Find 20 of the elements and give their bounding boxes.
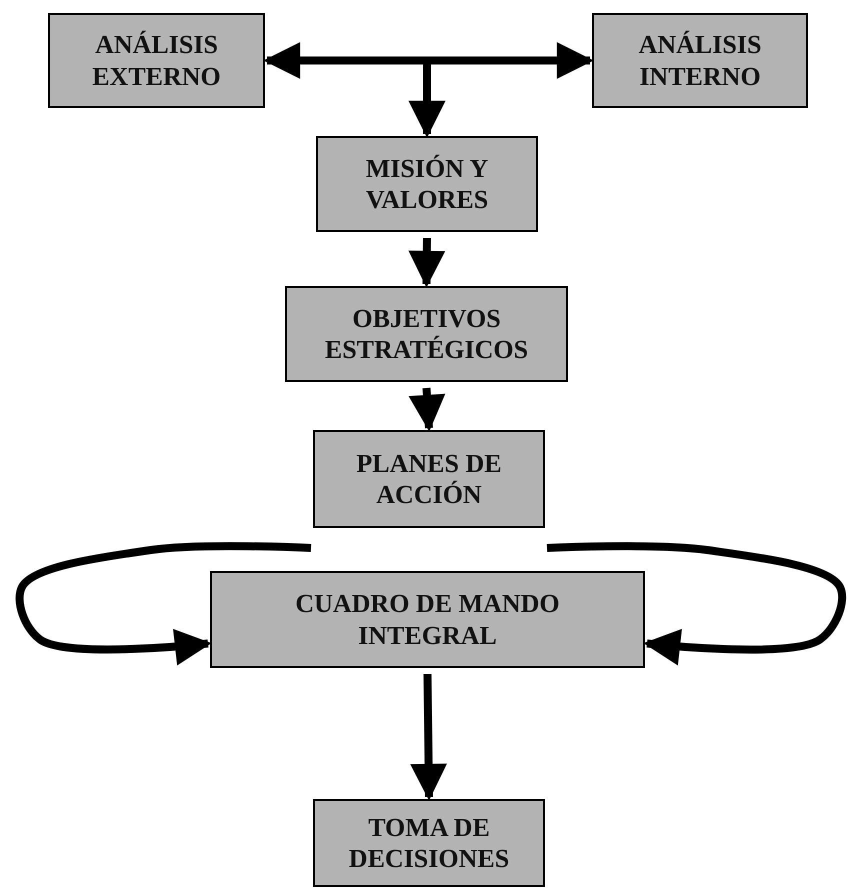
box-label: OBJETIVOS ESTRATÉGICOS bbox=[324, 302, 530, 366]
arrow bbox=[408, 388, 446, 432]
process-box bbox=[210, 571, 645, 668]
box-label: ANÁLISIS EXTERNO bbox=[91, 29, 222, 92]
arrow bbox=[410, 674, 447, 801]
arrow bbox=[16, 542, 312, 666]
box-label: TOMA DE DECISIONES bbox=[348, 812, 510, 874]
process-box bbox=[316, 136, 538, 232]
arrow bbox=[408, 238, 446, 288]
process-box bbox=[313, 799, 545, 887]
box-label: PLANES DE ACCIÓN bbox=[355, 448, 503, 510]
process-box bbox=[285, 286, 568, 382]
process-box bbox=[313, 430, 545, 528]
process-box bbox=[48, 13, 265, 108]
box-label: MISIÓN Y VALORES bbox=[364, 152, 490, 216]
arrow bbox=[263, 42, 594, 79]
box-label: CUADRO DE MANDO INTEGRAL bbox=[294, 588, 561, 651]
arrow bbox=[546, 542, 846, 666]
process-box bbox=[592, 13, 808, 108]
box-label: ANÁLISIS INTERNO bbox=[638, 29, 762, 92]
